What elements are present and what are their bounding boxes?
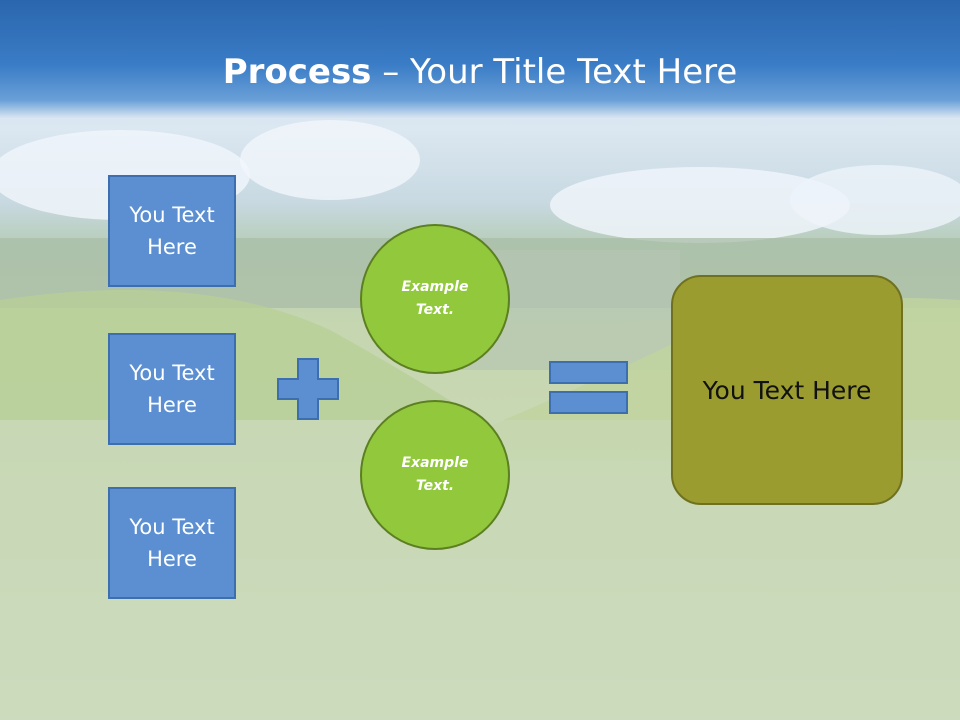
left-box-2-line1: You Text: [129, 361, 215, 385]
circle-1-line1: Example: [401, 279, 469, 295]
left-box-1-line1: You Text: [129, 203, 215, 227]
left-box-3-line1: You Text: [129, 515, 215, 539]
circle-2-line2: Text.: [415, 478, 455, 494]
left-box-1-line2: Here: [147, 235, 197, 259]
result-box[interactable]: You Text Here: [671, 275, 903, 505]
result-label: You Text Here: [702, 375, 872, 405]
title-rest: – Your Title Text Here: [371, 52, 738, 92]
left-box-3-line2: Here: [147, 547, 197, 571]
circle-1-line2: Text.: [415, 302, 455, 318]
title-bold: Process: [222, 52, 372, 92]
equals-icon: [549, 361, 628, 414]
title-bar: [0, 0, 960, 118]
circle-2-line1: Example: [401, 455, 469, 471]
slide-title: Process – Your Title Text Here: [0, 52, 960, 92]
left-box-2-line2: Here: [147, 393, 197, 417]
plus-icon: [277, 358, 339, 420]
